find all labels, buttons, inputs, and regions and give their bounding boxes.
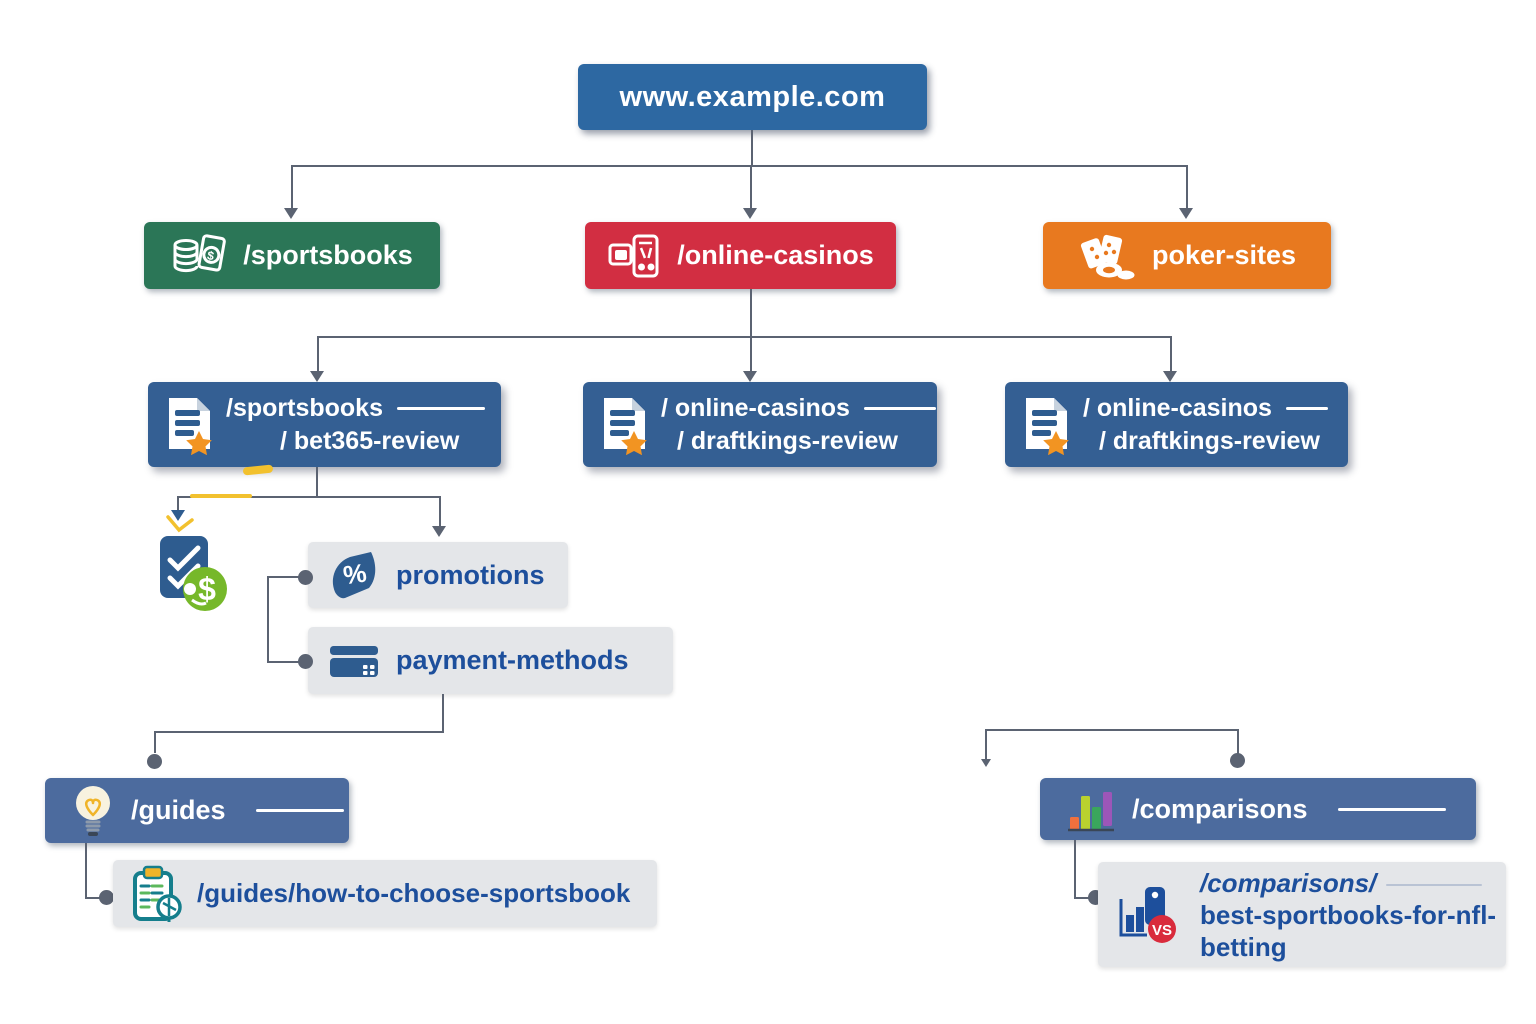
connector-guides-rail <box>154 731 444 733</box>
connector-drop-review3 <box>1170 336 1172 372</box>
section-label: /comparisons <box>1132 793 1308 824</box>
page-path-line3: betting <box>1200 931 1287 962</box>
connector-drop-sportsbooks <box>291 165 293 209</box>
page-node-how-to-choose-sportsbook: /guides/how-to-choose-sportsbook <box>113 860 657 927</box>
connector-review-stem <box>316 467 318 497</box>
decorative-rule <box>396 407 485 411</box>
decorative-rule <box>1386 883 1483 886</box>
bonus-checklist-dollar-icon: $ <box>160 536 227 611</box>
connector-casinos-stem <box>750 289 752 337</box>
arrow-down-icon <box>171 510 185 521</box>
connector-level2-rail <box>317 336 1170 338</box>
page-path-line2: / bet365-review <box>280 426 460 455</box>
slot-machine-icon <box>607 233 661 279</box>
svg-text:$: $ <box>198 571 216 607</box>
subpage-label: promotions <box>396 559 545 590</box>
connector-subpage-stub <box>267 576 300 578</box>
connector-dot <box>298 654 313 669</box>
root-domain-node: www.example.com <box>578 64 927 130</box>
arrow-down-icon <box>284 208 298 219</box>
arrow-down-icon <box>310 371 324 382</box>
connector-subpage-bracket <box>267 577 269 663</box>
page-path-line2: / draftkings-review <box>677 426 898 455</box>
connector-comparisons-left-arm <box>985 729 987 760</box>
subpage-node-promotions: % promotions <box>308 542 568 608</box>
root-domain-label: www.example.com <box>619 80 886 113</box>
poker-cards-icon <box>1078 232 1136 280</box>
svg-text:$: $ <box>206 248 215 263</box>
section-node-comparisons: /comparisons <box>1040 778 1476 840</box>
connector-promotions-arm <box>439 496 441 527</box>
coins-cash-icon: $ <box>171 233 227 279</box>
decorative-rule <box>863 407 936 411</box>
page-path-line1: / online-casinos <box>1083 393 1272 422</box>
page-path-line2: best-sportbooks-for-nfl- <box>1200 899 1497 930</box>
section-node-guides: /guides <box>45 778 349 843</box>
category-node-poker-sites: poker-sites <box>1043 222 1331 289</box>
category-label: /sportsbooks <box>243 240 413 270</box>
connector-drop-casinos <box>750 165 752 209</box>
connector-bonus-arm <box>177 496 179 511</box>
connector-guides-drop <box>154 731 156 753</box>
page-node-best-sportbooks-for-nfl-betting: VS /comparisons/ best-sportbooks-for-nfl… <box>1098 862 1506 967</box>
vs-comparison-icon: VS <box>1114 883 1186 947</box>
connector-comparisons-child-stub <box>1074 897 1092 899</box>
connector-drop-poker <box>1186 165 1188 209</box>
page-node-draftkings-review-2: / online-casinos / draftkings-review <box>1005 382 1348 467</box>
connector-dot <box>1230 753 1245 768</box>
section-label: /guides <box>131 795 226 825</box>
credit-card-icon <box>328 641 380 681</box>
connector-level1-rail <box>291 165 1187 167</box>
category-label: /online-casinos <box>677 240 874 270</box>
arrow-down-icon <box>743 371 757 382</box>
subpage-node-payment-methods: payment-methods <box>308 627 673 694</box>
decorative-rule <box>1337 807 1446 811</box>
page-path-line2: / draftkings-review <box>1099 426 1320 455</box>
decorative-rule <box>255 809 344 812</box>
arrow-down-icon <box>981 759 991 767</box>
svg-text:%: % <box>341 558 368 591</box>
decorative-rule <box>1285 407 1328 411</box>
subpage-label: payment-methods <box>396 645 629 675</box>
lightbulb-icon <box>71 783 115 839</box>
arrow-down-icon <box>1179 208 1193 219</box>
category-label: poker-sites <box>1151 240 1297 270</box>
arrow-down-icon <box>1163 371 1177 382</box>
arrow-down-icon <box>743 208 757 219</box>
page-node-bet365-review: /sportsbooks / bet365-review <box>148 382 501 467</box>
connector-comparisons-child-stem <box>1074 840 1076 898</box>
discount-tag-icon: % <box>328 550 380 600</box>
yellow-check-accent <box>166 515 194 533</box>
connector-comparisons-drop <box>1237 729 1239 754</box>
page-path-label: /guides/how-to-choose-sportsbook <box>197 878 631 908</box>
connector-review-rail <box>177 496 439 498</box>
connector-drop-review1 <box>317 336 319 372</box>
connector-subpage-stub <box>267 661 300 663</box>
clipboard-checklist-icon <box>129 864 183 924</box>
category-node-online-casinos: /online-casinos <box>585 222 896 289</box>
page-path-line1: /comparisons/ <box>1200 867 1377 898</box>
connector-comparisons-rail <box>985 729 1238 731</box>
category-node-sportsbooks: $ /sportsbooks <box>144 222 440 289</box>
document-star-icon <box>1019 395 1073 455</box>
connector-guides-child-stub <box>85 897 102 899</box>
connector-dot <box>147 754 162 769</box>
page-path-line1: / online-casinos <box>661 393 850 422</box>
connector-payment-stem <box>442 694 444 732</box>
page-path-line1: /sportsbooks <box>226 393 383 422</box>
connector-dot <box>298 570 313 585</box>
connector-drop-review2 <box>750 336 752 372</box>
arrow-down-icon <box>432 526 446 537</box>
connector-guides-child-stem <box>85 843 87 899</box>
svg-text:VS: VS <box>1152 922 1172 939</box>
document-star-icon <box>162 395 216 455</box>
page-node-draftkings-review-1: / online-casinos / draftkings-review <box>583 382 937 467</box>
connector-root-stem <box>751 130 753 166</box>
document-star-icon <box>597 395 651 455</box>
yellow-highlight-accent <box>190 494 252 498</box>
yellow-highlight-accent <box>242 464 274 476</box>
bar-chart-icon <box>1066 784 1116 834</box>
connector-dot <box>99 890 114 905</box>
